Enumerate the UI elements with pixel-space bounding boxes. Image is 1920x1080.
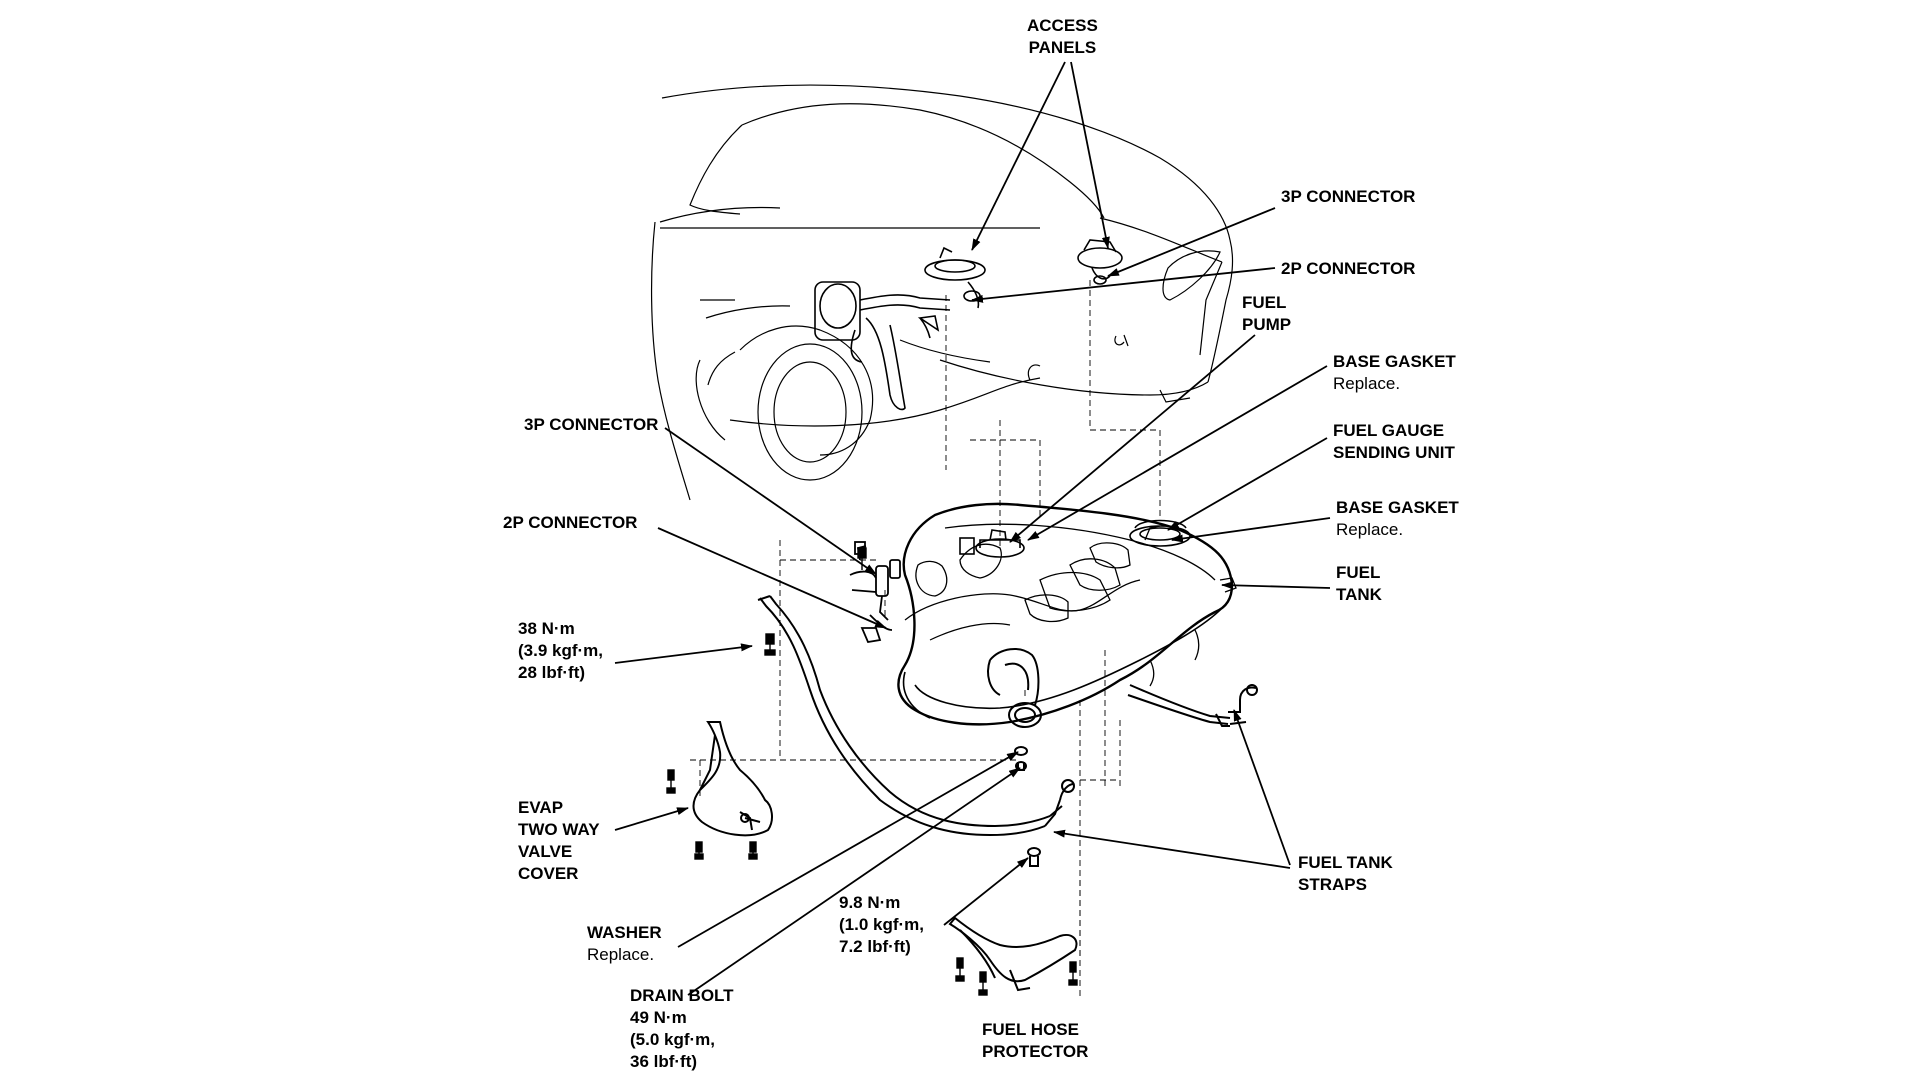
label-evap-two-way-valve-cover: EVAP TWO WAY VALVE COVER <box>518 798 600 883</box>
label-fuel-tank-straps: FUEL TANK STRAPS <box>1298 853 1393 894</box>
label-fuel-gauge-sending-unit: FUEL GAUGE SENDING UNIT <box>1333 421 1455 462</box>
label-torque-9-8: 9.8 N·m (1.0 kgf·m, 7.2 lbf·ft) <box>839 893 925 956</box>
fuel-gauge-sending-unit <box>1129 519 1191 547</box>
drain-bolt-washer <box>1014 746 1028 771</box>
label-fuel-hose-protector: FUEL HOSE PROTECTOR <box>982 1020 1089 1061</box>
label-3p-connector-top: 3P CONNECTOR <box>1281 187 1416 206</box>
car-body-outline <box>650 84 1234 501</box>
evap-cover-bolts <box>666 769 758 860</box>
label-washer: WASHER Replace. <box>587 923 662 964</box>
dashed-guide-lines <box>690 280 1161 1000</box>
fuel-pump-unit <box>959 529 1025 558</box>
label-access-panels: ACCESS PANELS <box>1027 16 1098 57</box>
strap-bolts <box>764 547 867 656</box>
fuel-filler-neck <box>814 281 951 411</box>
strap-bolt-lower <box>1027 847 1041 867</box>
evap-valve-cover <box>692 721 773 837</box>
label-base-gasket-1: BASE GASKET Replace. <box>1333 352 1456 393</box>
label-base-gasket-2: BASE GASKET Replace. <box>1336 498 1459 539</box>
hose-protector-bolts <box>955 957 1078 996</box>
fuel-tank-strap-left <box>757 595 1075 837</box>
fuel-hose-protector <box>948 916 1078 992</box>
leader-lines <box>614 61 1331 996</box>
label-fuel-pump: FUEL PUMP <box>1242 293 1292 334</box>
label-drain-bolt: DRAIN BOLT 49 N·m (5.0 kgf·m, 36 lbf·ft) <box>630 986 734 1071</box>
label-3p-connector-left: 3P CONNECTOR <box>524 415 659 434</box>
fuel-tank <box>897 502 1237 726</box>
label-torque-38: 38 N·m (3.9 kgf·m, 28 lbf·ft) <box>518 619 604 682</box>
access-panel-right <box>1077 239 1123 285</box>
label-2p-connector-top: 2P CONNECTOR <box>1281 259 1416 278</box>
fuel-tank-strap-right <box>1127 684 1258 727</box>
tank-filler-pipe <box>987 648 1042 728</box>
label-fuel-tank: FUEL TANK <box>1336 563 1382 604</box>
label-2p-connector-left: 2P CONNECTOR <box>503 513 638 532</box>
